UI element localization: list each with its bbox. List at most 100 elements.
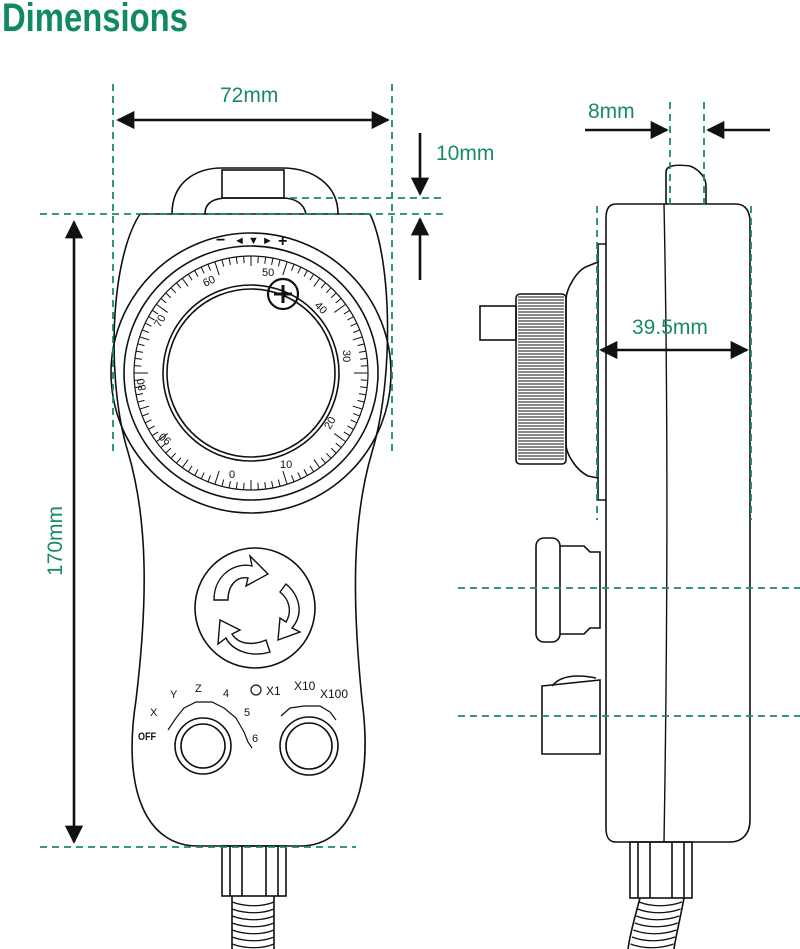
dial-tick — [282, 261, 288, 276]
front-top-tab — [171, 167, 339, 215]
dial-tick — [137, 399, 145, 403]
dial-inner-ring — [162, 284, 340, 462]
height-label: 170mm — [44, 506, 67, 576]
dial-outer-ring — [110, 232, 392, 514]
dial-tick — [170, 287, 177, 294]
dial-tick — [291, 475, 295, 482]
dial-tick — [325, 452, 332, 459]
front-cable — [231, 896, 275, 949]
dial-tick — [181, 459, 189, 468]
side-top-tab — [665, 164, 707, 204]
dial-tick — [353, 329, 360, 333]
dial-tick — [343, 309, 351, 315]
cable-coil — [231, 915, 275, 921]
dial-tick — [221, 259, 225, 267]
dial-tick — [309, 273, 315, 281]
dial-label-10: 10 — [280, 459, 292, 471]
depth-label: 39.5mm — [632, 316, 708, 339]
direction-down: ▼ — [248, 235, 259, 247]
dial-tick — [303, 270, 308, 277]
dial-tick — [325, 287, 332, 294]
dial-label-60: 60 — [201, 274, 217, 290]
dial-tick — [139, 405, 150, 410]
dial-tick — [291, 264, 295, 271]
dial-knob — [266, 277, 300, 311]
axis-selector-labels: OFF X Y Z 4 5 6 — [138, 683, 258, 745]
dial-tick — [335, 298, 342, 304]
side-cable-connector — [629, 841, 693, 899]
e-stop-arrow-right — [277, 582, 302, 642]
step-indicator-dot — [250, 684, 262, 696]
width-label: 72mm — [220, 84, 278, 107]
dial-tick — [360, 357, 368, 360]
dial-tick — [148, 316, 155, 321]
thickness-label: 8mm — [588, 100, 635, 123]
dial-tick — [277, 259, 281, 267]
dial-tick — [144, 419, 152, 424]
axis-x: X — [150, 707, 158, 719]
side-handwheel-knurling — [518, 296, 564, 460]
dial-tick — [228, 480, 231, 489]
side-e-stop — [535, 537, 561, 643]
dial-tick — [214, 261, 220, 276]
dial-tick — [335, 442, 342, 448]
cable-coil — [231, 929, 275, 935]
dial-tick — [135, 350, 144, 353]
axis-off: OFF — [138, 731, 156, 743]
dial-tick — [142, 329, 149, 333]
dial-tick — [181, 278, 189, 287]
dial-tick — [357, 399, 365, 403]
tab-label: 10mm — [436, 142, 494, 165]
dial-tick — [142, 413, 149, 417]
dial-tick — [277, 479, 281, 487]
dial-tick — [282, 470, 288, 485]
cable-coil — [635, 915, 680, 921]
dial-tick — [156, 433, 168, 443]
cable-coil — [631, 936, 676, 942]
dial-tick — [357, 343, 365, 347]
cable-coil — [638, 901, 683, 907]
dial-label-20: 20 — [322, 415, 339, 432]
dial-tick — [194, 469, 199, 476]
dial-tick — [134, 386, 142, 389]
front-top-slot — [221, 169, 285, 199]
dial-tick — [134, 357, 142, 360]
dial-tick — [347, 316, 354, 321]
dial-tick — [151, 431, 159, 437]
dial-tick — [358, 393, 367, 396]
dial-direction-marks: − ◄ ▼ ► + — [216, 232, 287, 250]
direction-left: ◄ — [234, 235, 245, 247]
dial-label-70: 70 — [152, 313, 169, 330]
dial-tick — [200, 472, 205, 480]
dial-tick — [207, 475, 211, 482]
dial-label-0: 0 — [229, 469, 235, 481]
dial-tick — [309, 465, 315, 473]
dial-tick — [334, 433, 346, 443]
dial-tick — [352, 405, 363, 410]
front-body-outline — [113, 213, 389, 847]
dial-tick — [360, 386, 368, 389]
dial-tick — [330, 292, 337, 299]
dial-tick — [347, 425, 354, 430]
side-view — [479, 164, 751, 949]
dial-tick — [235, 482, 238, 490]
side-body-outline — [605, 203, 751, 843]
dimension-labels: 72mm 10mm 170mm 8mm 39.5mm — [44, 84, 708, 576]
dial-tick — [194, 270, 199, 277]
dial-tick — [271, 480, 274, 489]
axis-6: 6 — [252, 733, 258, 745]
dial-tick — [235, 256, 238, 264]
dial-tick — [303, 469, 308, 476]
dial-tick — [320, 282, 326, 289]
dial-tick — [350, 322, 358, 327]
front-cable-connector — [221, 845, 287, 897]
dial-ticks — [134, 256, 368, 490]
cable-coils — [231, 901, 683, 949]
dial-tick — [214, 470, 220, 485]
dial-tick — [144, 322, 152, 327]
cable-coil — [630, 943, 674, 949]
dial-tick — [156, 303, 168, 313]
step-x1: X1 — [266, 684, 281, 698]
